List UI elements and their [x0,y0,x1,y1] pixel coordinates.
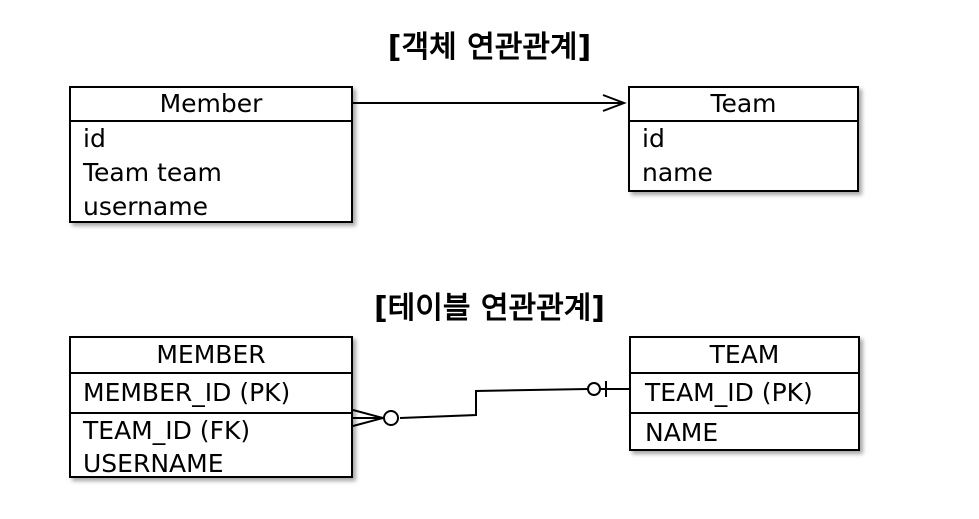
member-object-header: Member [71,88,351,122]
fk-relationship-line [399,388,629,419]
crows-foot-zero-many-icon [352,409,399,427]
zero-or-one-icon [587,381,607,397]
team-table-pk: TEAM_ID (PK) [631,374,858,414]
member-table-pk: MEMBER_ID (PK) [71,374,351,414]
member-object-box: Member id Team team username [69,86,353,223]
table-relation-title: [테이블 연관관계] [373,291,606,326]
member-field-id: id [83,124,106,153]
association-arrow [353,94,627,112]
team-field-name: name [642,158,713,187]
member-field-team: Team team [83,158,222,187]
team-field-id: id [642,124,665,153]
member-table-fk: TEAM_ID (FK) [83,416,251,445]
member-table-box: MEMBER MEMBER_ID (PK) TEAM_ID (FK) USERN… [69,336,353,478]
object-relation-title: [객체 연관관계] [387,30,592,65]
team-table-box: TEAM TEAM_ID (PK) NAME [629,336,860,451]
member-table-username: USERNAME [83,449,224,478]
member-field-username: username [83,192,208,221]
team-object-box: Team id name [628,86,859,192]
member-table-header: MEMBER [71,338,351,374]
team-table-header: TEAM [631,338,858,374]
team-object-header: Team [630,88,857,122]
team-table-name: NAME [645,418,719,447]
